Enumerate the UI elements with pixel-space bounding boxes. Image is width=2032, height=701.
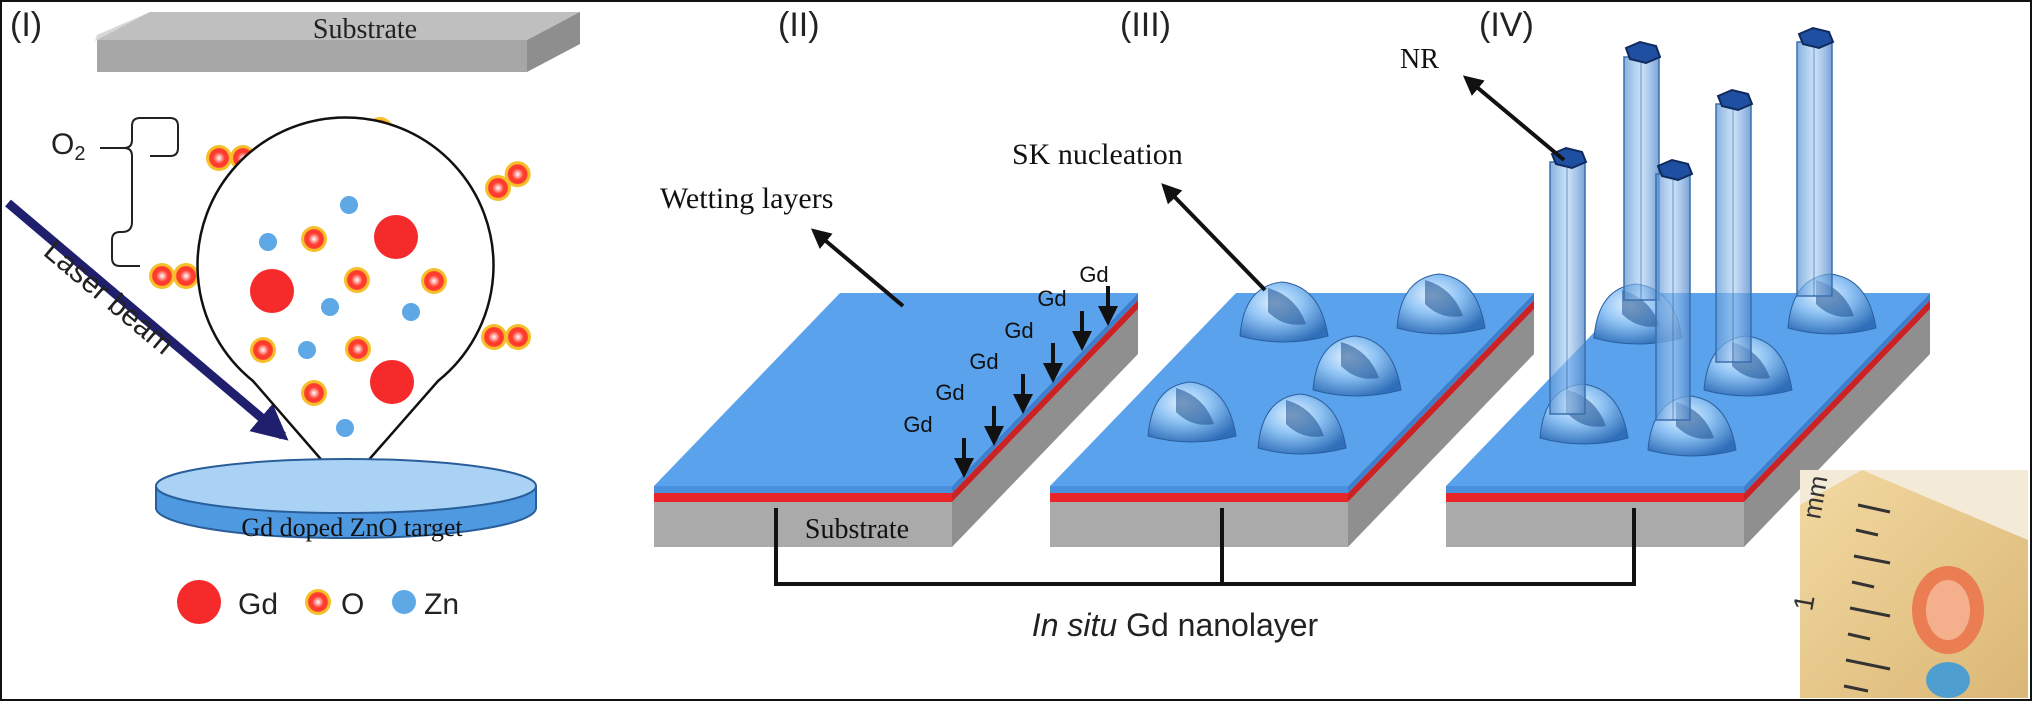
- legend-gd-swatch: [177, 580, 221, 624]
- wetting-layers-arrow: [810, 228, 905, 308]
- sk-nucleation-label: SK nucleation: [1012, 138, 1183, 171]
- top-substrate-label: Substrate: [313, 14, 417, 45]
- sk-nucleation-slab: [1050, 293, 1534, 547]
- species-legend: Gd O Zn: [177, 580, 459, 624]
- o2-label: O2: [51, 128, 85, 165]
- top-substrate: Substrate: [95, 12, 580, 72]
- panel-label-iv: (IV): [1479, 6, 1534, 44]
- svg-text:Gd: Gd: [969, 349, 998, 374]
- nanorods: [1549, 26, 1835, 421]
- legend-zn-label: Zn: [424, 588, 459, 621]
- o2-callout: O2: [51, 117, 179, 267]
- target-label: Gd doped ZnO target: [241, 513, 463, 542]
- ablation-plume: [196, 116, 495, 489]
- legend-o-label: O: [341, 588, 364, 621]
- target-disk: Gd doped ZnO target: [155, 458, 537, 542]
- panel-label-ii: (II): [778, 6, 820, 44]
- bottom-substrate-label: Substrate: [805, 514, 909, 545]
- laser-beam-label: Laser beam: [38, 234, 181, 361]
- svg-text:Gd: Gd: [1004, 318, 1033, 343]
- svg-text:Gd: Gd: [903, 412, 932, 437]
- nr-arrow: [1462, 75, 1566, 162]
- nanolayer-caption: In situ Gd nanolayer: [1032, 607, 1319, 643]
- gd-deposition-arrows: Gd Gd Gd Gd Gd Gd: [903, 262, 1118, 478]
- legend-o-swatch: [305, 589, 331, 615]
- svg-text:Gd: Gd: [1037, 286, 1066, 311]
- svg-text:1: 1: [1787, 592, 1820, 613]
- wetting-layer-slab: Substrate: [654, 293, 1138, 547]
- svg-text:Gd: Gd: [1079, 262, 1108, 287]
- sk-nucleation-arrow: [1161, 183, 1267, 292]
- panel-label-iii: (III): [1120, 6, 1171, 44]
- wetting-layers-label: Wetting layers: [660, 182, 833, 215]
- svg-text:mm: mm: [1796, 473, 1833, 521]
- panel-label-i: (I): [10, 6, 42, 44]
- ruler-photo: mm 1: [1787, 470, 2028, 698]
- legend-gd-label: Gd: [238, 588, 278, 621]
- nanolayer-bracket: [774, 508, 1636, 586]
- legend-zn-swatch: [392, 590, 416, 614]
- nr-label: NR: [1400, 44, 1439, 75]
- svg-text:Gd: Gd: [935, 380, 964, 405]
